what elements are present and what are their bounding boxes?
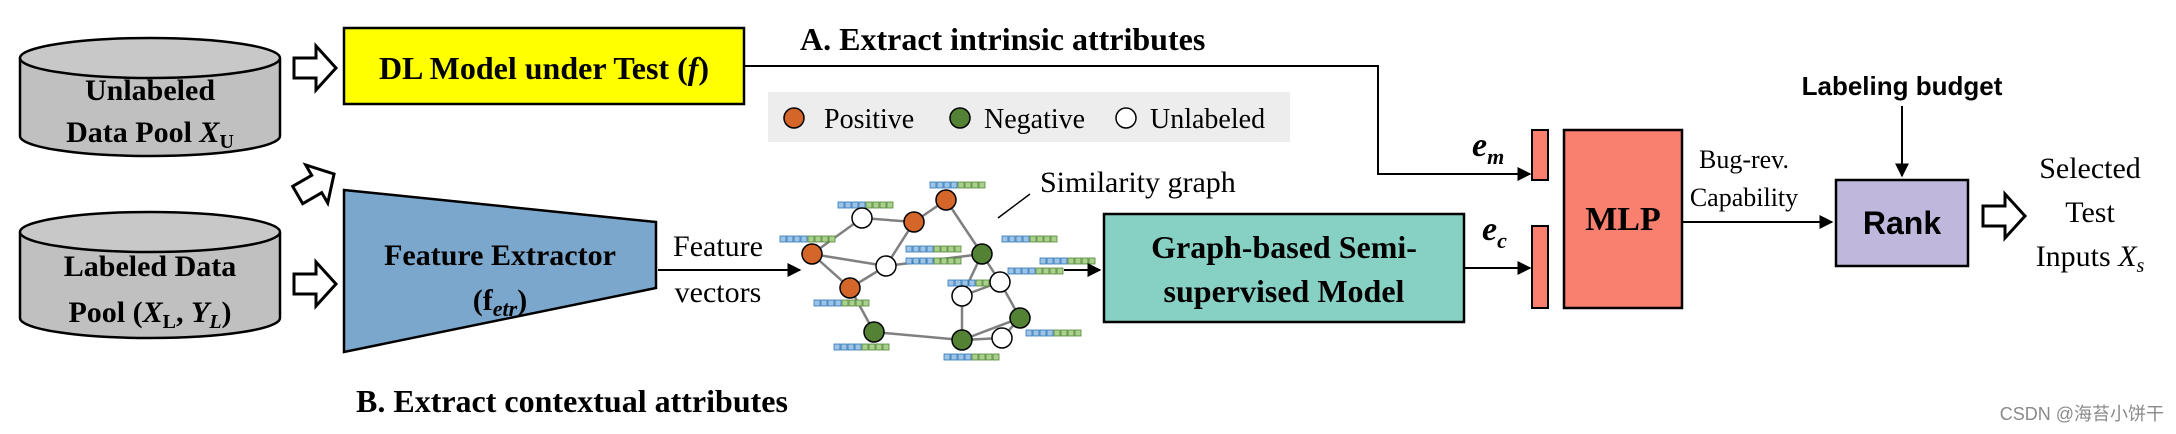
unlabeled-node: [851, 207, 873, 229]
unlabeled-node: [991, 327, 1013, 349]
positive-node: [839, 277, 861, 299]
graph-edge: [873, 330, 963, 342]
unlabeled-data-pool-cylinder: Unlabeled Data Pool XU: [18, 36, 282, 158]
ec-vector: [1531, 225, 1549, 309]
legend: Positive Negative Unlabeled: [768, 92, 1290, 142]
feature-vector-strip: [779, 235, 836, 243]
rank-box: Rank: [1834, 178, 1970, 268]
negative-node: [1009, 307, 1031, 329]
feature-vector-strip: [929, 181, 986, 189]
feature-vector-strip: [837, 201, 894, 209]
legend-unlabeled-marker: [1115, 107, 1137, 129]
feature-vectors-line2: vectors: [675, 276, 762, 309]
rank-label: Rank: [1863, 205, 1941, 241]
heading-b: B. Extract contextual attributes: [356, 383, 788, 419]
mlp-box: MLP: [1562, 128, 1684, 310]
feature-vector-strip: [1007, 267, 1064, 275]
legend-unlabeled: Unlabeled: [1150, 104, 1265, 135]
feature-extractor-line2: (fetr): [473, 284, 527, 321]
unlabeled-pool-line2: Data Pool XU: [66, 116, 234, 153]
negative-node: [951, 329, 973, 351]
graph-model-line2: supervised Model: [1164, 273, 1405, 309]
labeled-pool-line2: Pool (XL, YL): [68, 296, 231, 333]
unlabeled-node: [989, 271, 1011, 293]
legend-positive-marker: [783, 107, 805, 129]
labeled-pool-line1: Labeled Data: [64, 250, 237, 283]
similarity-graph: [779, 181, 1096, 361]
feature-vectors-line1: Feature: [673, 230, 763, 263]
feature-extractor-line1: Feature Extractor: [384, 239, 616, 272]
watermark: CSDN @海苔小饼干: [2000, 404, 2164, 424]
feature-vector-strip: [905, 245, 962, 253]
mlp-label: MLP: [1585, 201, 1661, 238]
graph-model-line1: Graph-based Semi-: [1151, 229, 1417, 265]
positive-node: [801, 243, 823, 265]
feature-vector-strip: [905, 257, 962, 265]
hollow-arrow-icon: [1981, 190, 2028, 242]
similarity-graph-label: Similarity graph: [1040, 166, 1236, 199]
bug-rev-line2: Capability: [1690, 183, 1798, 212]
ec-label: ec: [1482, 211, 1507, 253]
em-vector: [1531, 129, 1549, 181]
hollow-arrow-icon: [290, 162, 336, 208]
negative-node: [863, 321, 885, 343]
legend-negative-marker: [949, 107, 971, 129]
graph-edge: [944, 199, 984, 255]
hollow-arrow-icon: [292, 258, 339, 310]
selected-line3: Inputs Xs: [2036, 240, 2145, 277]
feature-vector-strip: [813, 299, 870, 307]
labeling-budget-label: Labeling budget: [1802, 71, 2003, 101]
feature-vector-strip: [1001, 235, 1058, 243]
unlabeled-node: [951, 285, 973, 307]
similarity-graph-pointer: [997, 193, 1031, 219]
hollow-arrow-icon: [292, 42, 339, 94]
feature-vector-strip: [833, 343, 890, 351]
dl-model-box: DL Model under Test (f): [342, 26, 746, 106]
intrinsic-arrow: [744, 65, 1532, 181]
negative-node: [971, 243, 993, 265]
unlabeled-pool-line1: Unlabeled: [85, 74, 215, 107]
positive-node: [903, 211, 925, 233]
dl-model-label: DL Model under Test (f): [379, 50, 709, 86]
feature-extractor: Feature Extractor (fetr): [342, 188, 658, 354]
graph-edge: [811, 252, 887, 268]
selected-line1: Selected: [2039, 152, 2141, 185]
feature-vector-strip: [943, 353, 1000, 361]
feature-vector-strip: [1039, 257, 1096, 265]
selected-line2: Test: [2065, 196, 2115, 229]
heading-a: A. Extract intrinsic attributes: [800, 21, 1205, 57]
graph-model-box: Graph-based Semi- supervised Model: [1102, 212, 1466, 324]
bug-rev-line1: Bug-rev.: [1699, 145, 1789, 174]
legend-positive: Positive: [824, 104, 914, 135]
em-label: em: [1472, 127, 1504, 169]
legend-negative: Negative: [984, 104, 1085, 135]
labeled-data-pool-cylinder: Labeled Data Pool (XL, YL): [18, 210, 282, 340]
positive-node: [935, 189, 957, 211]
unlabeled-node: [875, 255, 897, 277]
feature-vector-strip: [1025, 329, 1082, 337]
